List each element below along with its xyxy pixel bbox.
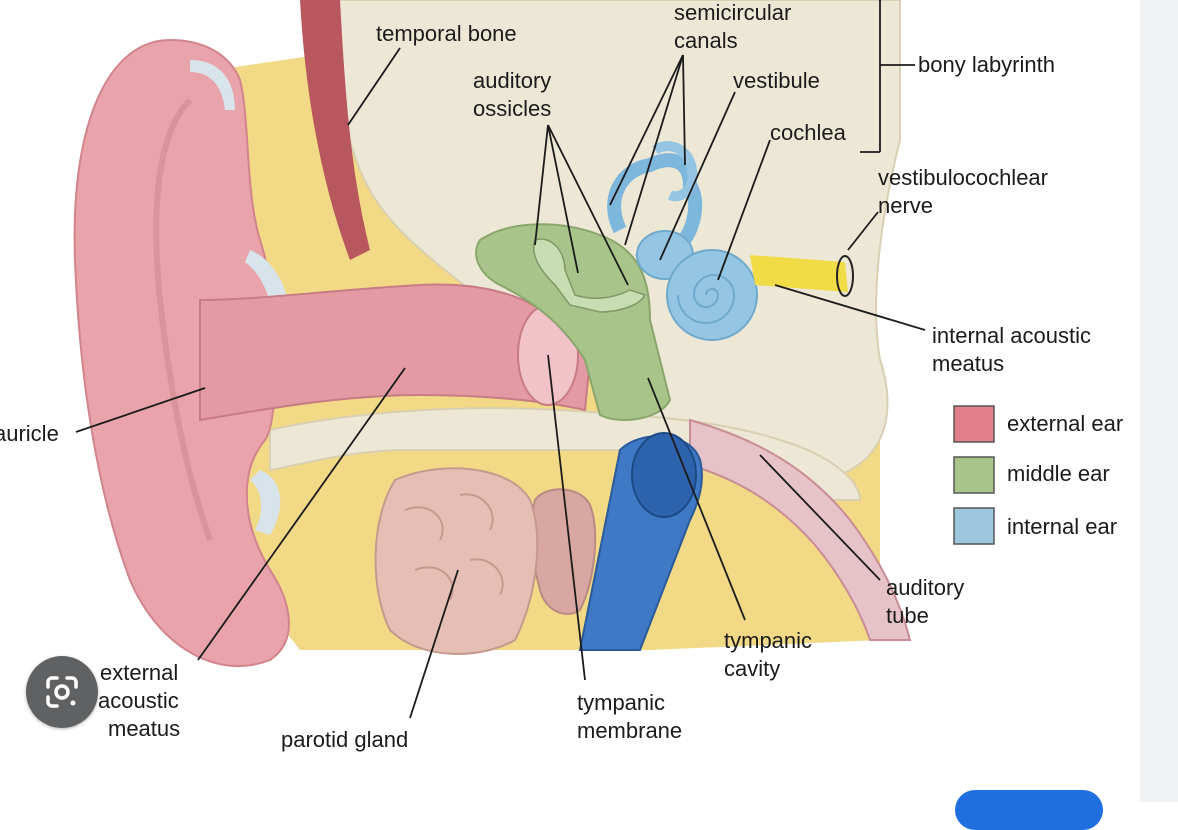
label-bony-labyrinth: bony labyrinth xyxy=(918,52,1055,77)
label-auditory-tube-line2: tube xyxy=(886,603,929,628)
label-parotid-gland: parotid gland xyxy=(281,727,408,752)
ossicles xyxy=(533,238,647,313)
label-tympanic-cavity-line2: cavity xyxy=(724,656,780,681)
partial-blue-button[interactable] xyxy=(955,790,1103,830)
label-internal-acoustic-meatus-line1: internal acoustic xyxy=(932,323,1091,348)
label-cochlea: cochlea xyxy=(770,120,847,145)
vestibulocochlear-nerve-shape xyxy=(750,255,848,292)
label-auditory-tube-line1: auditory xyxy=(886,575,964,600)
label-tympanic-membrane-line2: membrane xyxy=(577,718,682,743)
legend-swatch-middle-ear xyxy=(953,456,995,494)
legend: external ear middle ear internal ear xyxy=(953,405,1123,545)
lens-search-button[interactable] xyxy=(26,656,98,728)
leader-lines xyxy=(75,0,926,719)
cartilage-top xyxy=(190,60,235,110)
legend-label-external-ear: external ear xyxy=(1007,411,1123,436)
pink-structure xyxy=(530,488,597,615)
label-auricle: auricle xyxy=(0,421,59,446)
auditory-tube-shape xyxy=(689,418,912,641)
label-tympanic-cavity-line1: tympanic xyxy=(724,628,812,653)
cochlea-shape xyxy=(666,249,758,341)
label-internal-acoustic-meatus-line2: meatus xyxy=(932,351,1004,376)
label-temporal-bone: temporal bone xyxy=(376,21,517,46)
legend-label-middle-ear: middle ear xyxy=(1007,461,1110,486)
parotid-gland-shape xyxy=(374,467,539,655)
label-external-acoustic-meatus-line1: external xyxy=(100,660,178,685)
label-auditory-ossicles-line1: auditory xyxy=(473,68,551,93)
legend-swatch-internal-ear xyxy=(953,507,995,545)
label-vestibulocochlear-nerve-line2: nerve xyxy=(878,193,933,218)
ear-illustration: temporal bone semicircular canals audito… xyxy=(0,0,1123,752)
auricle-inner-fold xyxy=(153,97,213,542)
label-external-acoustic-meatus-line3: meatus xyxy=(108,716,180,741)
label-external-acoustic-meatus-line2: acoustic xyxy=(98,688,179,713)
google-lens-icon xyxy=(46,676,78,708)
label-semicircular-canals-line2: canals xyxy=(674,28,738,53)
label-vestibule: vestibule xyxy=(733,68,820,93)
label-tympanic-membrane-line1: tympanic xyxy=(577,690,665,715)
nerve-cut-end xyxy=(836,255,854,297)
legend-swatch-external-ear xyxy=(953,405,995,443)
auricle-shape xyxy=(73,38,290,668)
external-canal xyxy=(199,283,592,422)
label-vestibulocochlear-nerve-line1: vestibulocochlear xyxy=(878,165,1048,190)
cochlea-spiral xyxy=(677,274,736,324)
parotid-lobules xyxy=(404,493,504,601)
ear-anatomy-diagram: temporal bone semicircular canals audito… xyxy=(0,0,1124,752)
label-auditory-ossicles-line2: ossicles xyxy=(473,96,551,121)
semicircular-canal-loop xyxy=(652,141,698,202)
legend-label-internal-ear: internal ear xyxy=(1007,514,1117,539)
vessel-opening xyxy=(631,432,697,518)
label-semicircular-canals-line1: semicircular xyxy=(674,0,791,25)
cartilage-low xyxy=(250,470,281,535)
upper-vessel xyxy=(300,0,370,260)
right-edge-panel xyxy=(1140,0,1178,802)
